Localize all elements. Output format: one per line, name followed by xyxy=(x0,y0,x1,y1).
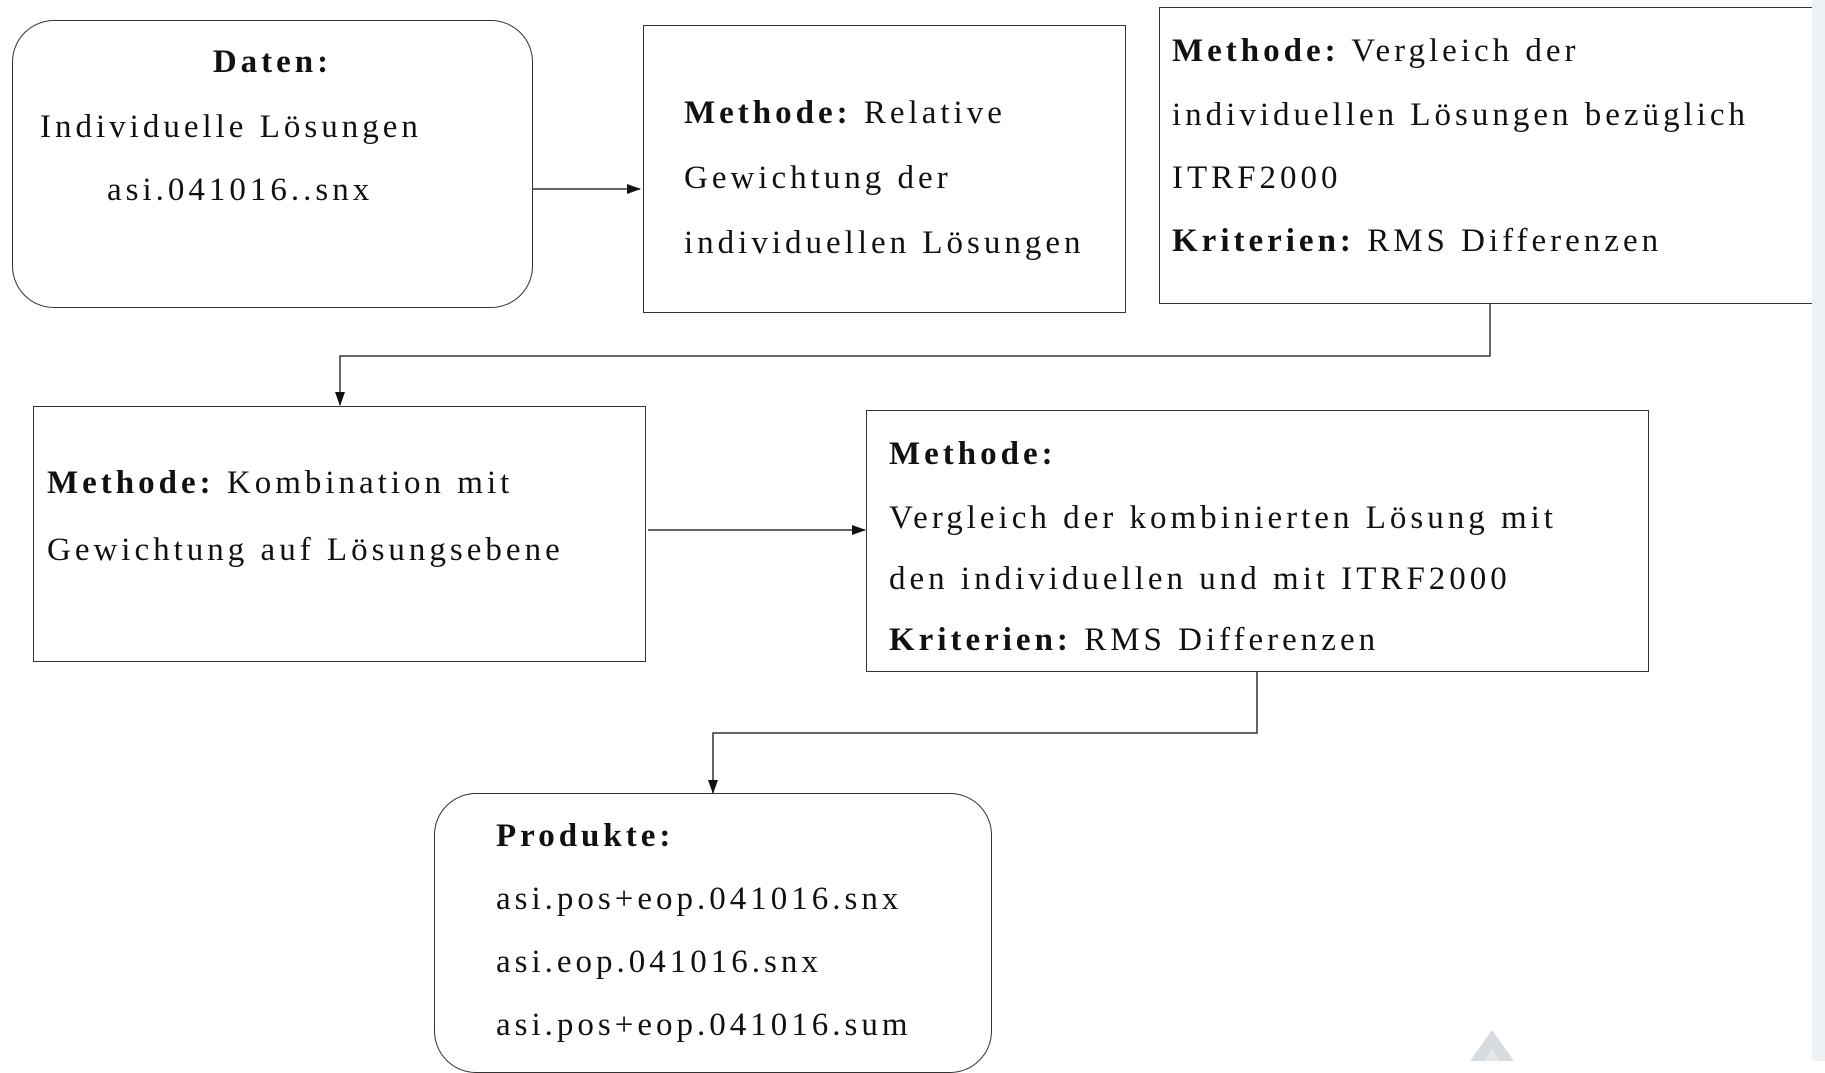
method-comparison-combined-line-1: Vergleich der kombinierten Lösung mit xyxy=(889,500,1557,536)
method-comparison-itrf-criteria: Kriterien: RMS Differenzen xyxy=(1172,223,1825,260)
method-comparison-itrf-line-2: individuellen Lösungen bezüglich xyxy=(1172,97,1750,133)
products-line-3: asi.pos+eop.041016.sum xyxy=(496,1007,912,1043)
data-line-2: asi.041016..snx xyxy=(107,172,374,208)
method-comparison-combined-line-2: den individuellen und mit ITRF2000 xyxy=(889,561,1511,597)
criteria-text: RMS Differenzen xyxy=(1084,622,1380,658)
criteria-text: RMS Differenzen xyxy=(1367,223,1663,259)
method-weighting-text-1: Relative xyxy=(863,95,1006,131)
method-weighting-box: Methode: Relative Gewichtung der individ… xyxy=(643,25,1126,313)
method-combination-text-1: Kombination mit xyxy=(226,465,514,501)
method-combination-line-2: Gewichtung auf Lösungsebene xyxy=(47,532,564,568)
products-box: Produkte: asi.pos+eop.041016.snx asi.eop… xyxy=(434,793,992,1073)
method-combination-line-1: Methode: Kombination mit xyxy=(47,465,645,502)
method-combination-box: Methode: Kombination mit Gewichtung auf … xyxy=(33,406,646,662)
method-weighting-label: Methode: xyxy=(684,95,852,131)
method-comparison-itrf-label: Methode: xyxy=(1172,33,1340,69)
criteria-label: Kriterien: xyxy=(1172,223,1355,259)
method-weighting-line-2: Gewichtung der xyxy=(684,160,952,196)
method-comparison-itrf-box: Methode: Vergleich der individuellen Lös… xyxy=(1159,7,1825,304)
products-label: Produkte: xyxy=(496,818,675,854)
watermark-triangle xyxy=(1470,1030,1514,1061)
method-comparison-itrf-line-3: ITRF2000 xyxy=(1172,160,1342,196)
method-combination-label: Methode: xyxy=(47,465,215,501)
criteria-label: Kriterien: xyxy=(889,622,1072,658)
arrow-vergleich-to-kombination xyxy=(335,303,1491,406)
data-label: Daten: xyxy=(212,44,333,80)
method-comparison-combined-label: Methode: xyxy=(889,436,1057,472)
method-weighting-line-1: Methode: Relative xyxy=(684,95,1125,132)
page-edge-strip xyxy=(1812,0,1825,1061)
data-line-1: Individuelle Lösungen xyxy=(40,109,422,145)
products-line-2: asi.eop.041016.snx xyxy=(496,944,822,980)
method-comparison-itrf-text-1: Vergleich der xyxy=(1351,33,1580,69)
method-weighting-line-3: individuellen Lösungen xyxy=(684,225,1085,261)
products-line-1: asi.pos+eop.041016.snx xyxy=(496,881,903,917)
method-comparison-combined-criteria: Kriterien: RMS Differenzen xyxy=(889,622,1648,659)
arrow-vergleich-to-produkte xyxy=(708,672,1258,794)
method-comparison-itrf-line-1: Methode: Vergleich der xyxy=(1172,33,1825,70)
method-comparison-combined-box: Methode: Vergleich der kombinierten Lösu… xyxy=(866,410,1649,672)
data-box: Daten: Individuelle Lösungen asi.041016.… xyxy=(12,20,533,308)
